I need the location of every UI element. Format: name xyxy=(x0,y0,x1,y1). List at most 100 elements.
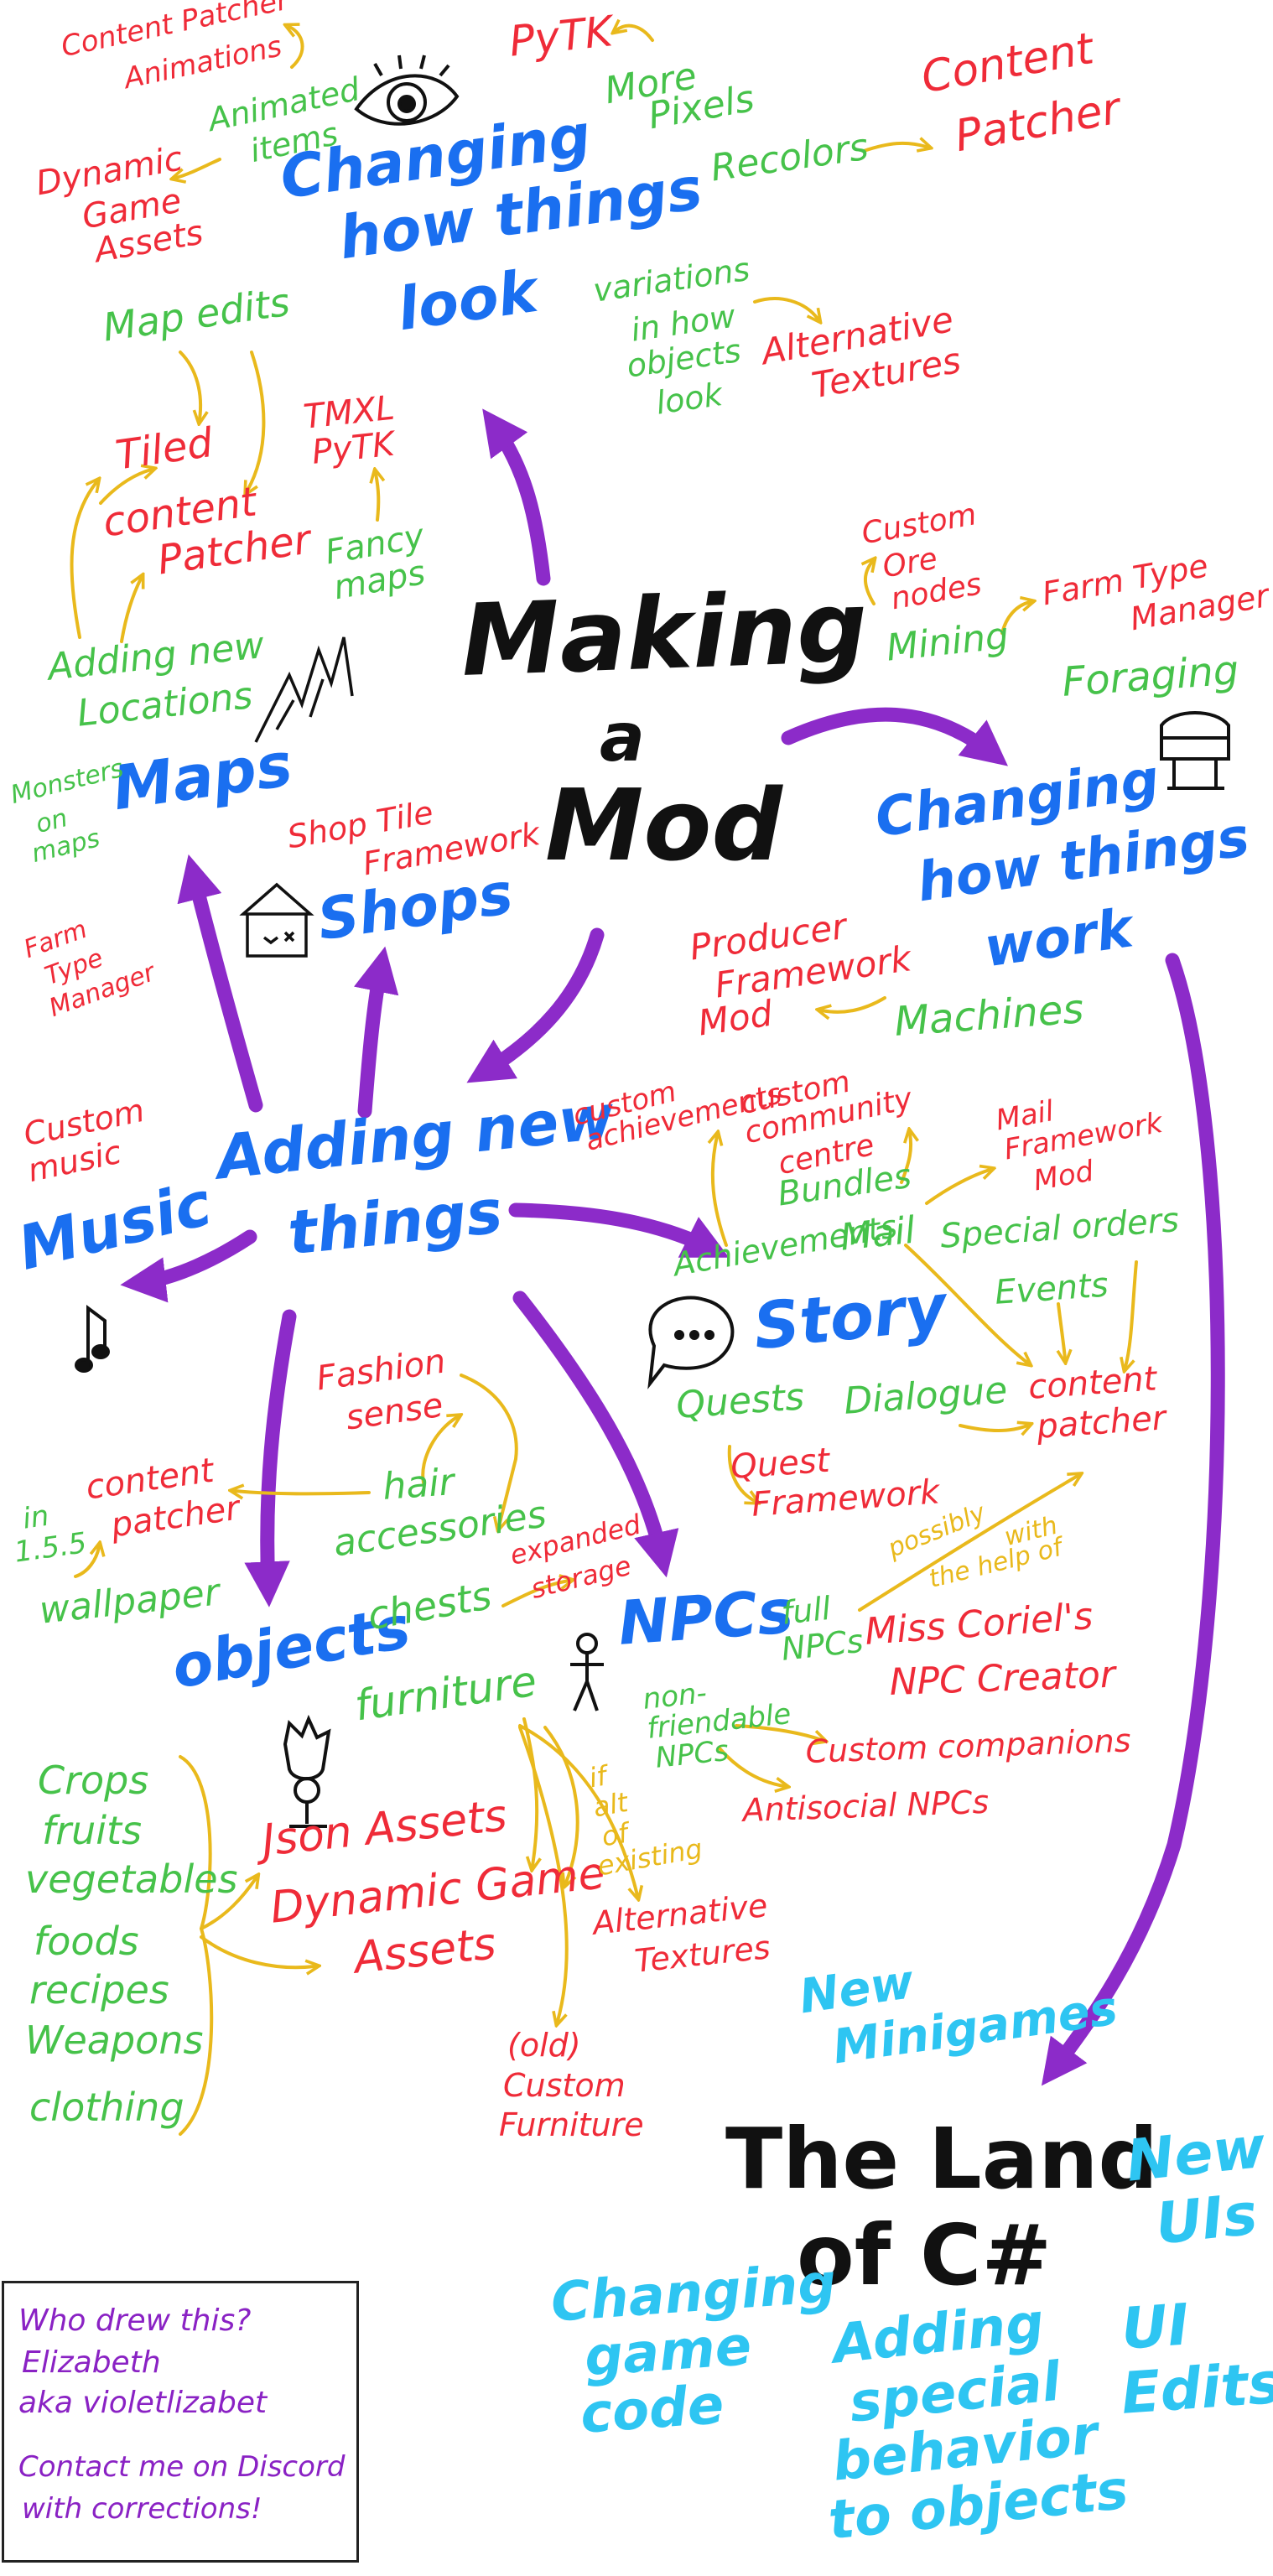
credit-line-1: Who drew this? xyxy=(18,2303,252,2338)
look-title-3: look xyxy=(393,256,542,345)
connector xyxy=(518,1726,569,2021)
look-pytk: PyTK xyxy=(507,7,616,66)
connector xyxy=(235,1491,371,1493)
connector xyxy=(518,1724,637,1895)
connector xyxy=(460,1374,518,1526)
center-title-line1: Making xyxy=(459,569,870,699)
npcs-nonfriend-3: NPCs xyxy=(653,1733,730,1775)
objects-old-cf-1: (old) xyxy=(507,2027,581,2064)
csharp-title-1: The Land xyxy=(725,2110,1159,2208)
look-variations-4: look xyxy=(653,376,725,422)
objects-in-1: in xyxy=(20,1498,51,1536)
connector xyxy=(925,1170,990,1205)
objects-old-cf-3: Furniture xyxy=(499,2106,644,2143)
credit-line-2: Elizabeth xyxy=(22,2345,161,2380)
objects-hair: hair xyxy=(381,1461,456,1509)
connector xyxy=(200,1878,256,1930)
connector xyxy=(501,1581,569,1607)
center-title-line2: a xyxy=(600,699,645,776)
objects-list-weapons: Weapons xyxy=(25,2018,204,2063)
csharp-new-uis-1: New xyxy=(1123,2114,1269,2195)
story-title: Story xyxy=(750,1269,950,1364)
connector xyxy=(822,996,886,1012)
csharp-new-uis-2: UIs xyxy=(1152,2181,1260,2258)
csharp-changing-code-2: game xyxy=(582,2315,754,2389)
connector xyxy=(900,1134,911,1184)
eye-icon xyxy=(354,55,460,126)
music-note-icon xyxy=(75,1305,110,1373)
connector xyxy=(862,143,927,153)
objects-list-crops: Crops xyxy=(38,1758,149,1803)
connector xyxy=(1058,1302,1065,1358)
connector xyxy=(522,1717,537,1866)
arrow-to-csharp xyxy=(1041,953,1225,2086)
work-producer-3: Mod xyxy=(695,992,775,1044)
objects-list-clothing: clothing xyxy=(29,2085,184,2130)
arrow-to-work xyxy=(781,707,1008,766)
connector xyxy=(858,1476,1078,1612)
stick-figure-icon xyxy=(570,1633,604,1711)
csharp-changing-code-3: code xyxy=(578,2374,726,2446)
work-machines: Machines xyxy=(892,985,1086,1046)
csharp-title-2: of C# xyxy=(797,2206,1052,2304)
connector xyxy=(120,579,141,643)
npcs-antisocial: Antisocial NPCs xyxy=(741,1783,990,1829)
shop-stall-icon xyxy=(239,882,314,958)
npcs-full-1: full xyxy=(779,1589,833,1632)
connector xyxy=(179,351,200,419)
connector xyxy=(200,1935,314,1967)
objects-list-foods: foods xyxy=(34,1919,139,1964)
connector xyxy=(289,27,304,69)
connector xyxy=(247,351,266,491)
csharp-ui-edits-2: Edits xyxy=(1119,2350,1273,2428)
connector xyxy=(176,158,221,178)
credit-line-3: aka violetlizabet xyxy=(18,2386,268,2420)
connector xyxy=(718,1747,784,1786)
npcs-title: NPCs xyxy=(616,1576,796,1659)
connector xyxy=(727,1445,755,1501)
story-quest-framework-1: Quest xyxy=(729,1441,831,1487)
connector xyxy=(70,482,96,639)
connector xyxy=(99,470,151,505)
maps-tmxl-2: PyTK xyxy=(309,424,397,472)
connector xyxy=(753,297,818,319)
npcs-full-2: NPCs xyxy=(779,1622,865,1668)
objects-list-fruits: fruits xyxy=(42,1808,143,1853)
objects-list-bracket xyxy=(179,1755,214,2136)
objects-list-recipes: recipes xyxy=(29,1967,169,2012)
credit-line-4: Contact me on Discord xyxy=(18,2450,346,2484)
credit-box xyxy=(2,2281,359,2563)
story-cp-2: patcher xyxy=(1035,1399,1167,1446)
connector xyxy=(1125,1260,1138,1367)
npcs-creator-2: NPC Creator xyxy=(888,1653,1116,1704)
objects-old-cf-2: Custom xyxy=(503,2067,626,2104)
arrow-to-adding xyxy=(466,927,605,1083)
arrow-to-music xyxy=(120,1229,257,1303)
story-events: Events xyxy=(993,1265,1110,1312)
objects-list-vegetables: vegetables xyxy=(25,1857,238,1902)
minecart-icon xyxy=(1160,711,1230,790)
arrow-to-maps xyxy=(177,854,263,1113)
story-dialogue: Dialogue xyxy=(842,1368,1009,1423)
maps-tiled: Tiled xyxy=(112,418,216,480)
connector xyxy=(616,26,654,42)
mountains-icon xyxy=(254,636,354,743)
csharp-ui-edits-1: UI xyxy=(1119,2292,1192,2363)
story-quests: Quests xyxy=(674,1375,806,1427)
connector xyxy=(904,1244,1027,1363)
speech-bubble-icon xyxy=(647,1296,735,1389)
credit-line-5: with corrections! xyxy=(22,2492,262,2526)
connector xyxy=(959,1426,1027,1431)
arrow-to-story xyxy=(508,1202,730,1258)
connector xyxy=(376,474,378,522)
center-title-line3: Mod xyxy=(545,767,782,883)
connector xyxy=(865,562,874,605)
connector xyxy=(1000,602,1030,635)
connector xyxy=(421,1417,457,1484)
connector xyxy=(713,1136,728,1247)
connector xyxy=(74,1547,99,1578)
connector xyxy=(735,1724,822,1740)
arrow-to-look xyxy=(482,408,551,586)
arrow-to-objects xyxy=(244,1309,297,1607)
story-mail: Mail xyxy=(838,1208,917,1259)
